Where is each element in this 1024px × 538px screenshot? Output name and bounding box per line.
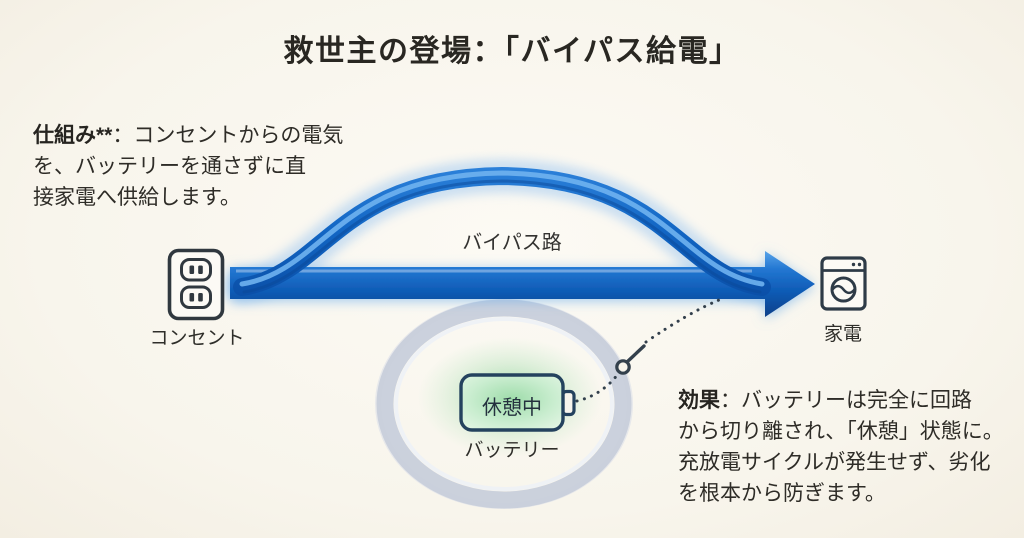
effect-label: 効果	[678, 389, 720, 412]
appliance-label: 家電	[823, 324, 862, 345]
battery-icon	[459, 373, 576, 432]
outlet-label: コンセント	[149, 328, 245, 349]
effect-line-2: から切り離され、「休憩」状態に。	[678, 420, 1004, 443]
battery-label: バッテリー	[464, 440, 560, 461]
open-switch-icon	[615, 344, 646, 375]
effect-line-1: 効果：バッテリーは完全に回路	[678, 389, 972, 412]
mechanism-label: 仕組み**	[33, 124, 113, 147]
bypass-path-label: バイパス路	[462, 232, 562, 254]
washing-machine-icon	[820, 256, 867, 311]
outlet-icon	[167, 248, 225, 321]
mechanism-line-3: 接家電へ供給します。	[33, 186, 241, 209]
bypass-arrow	[230, 251, 815, 317]
mechanism-line-1: 仕組み**：コンセントからの電気	[33, 124, 344, 147]
effect-line-4: を根本から防ぎます。	[678, 482, 886, 505]
mechanism-note: 仕組み**：コンセントからの電気 を、バッテリーを通さずに直 接家電へ供給します…	[33, 120, 413, 213]
dotted-disconnect-line	[575, 298, 721, 403]
page-title: 救世主の登場：「バイパス給電」	[283, 35, 741, 68]
effect-note: 効果：バッテリーは完全に回路 から切り離され、「休憩」状態に。 充放電サイクルが…	[678, 385, 1023, 509]
mechanism-line-2: を、バッテリーを通さずに直	[33, 155, 306, 178]
effect-line-3: 充放電サイクルが発生せず、劣化	[678, 451, 991, 474]
battery-ring	[375, 299, 633, 509]
battery-status-label: 休憩中	[482, 397, 542, 419]
bypass-curve	[233, 166, 771, 296]
